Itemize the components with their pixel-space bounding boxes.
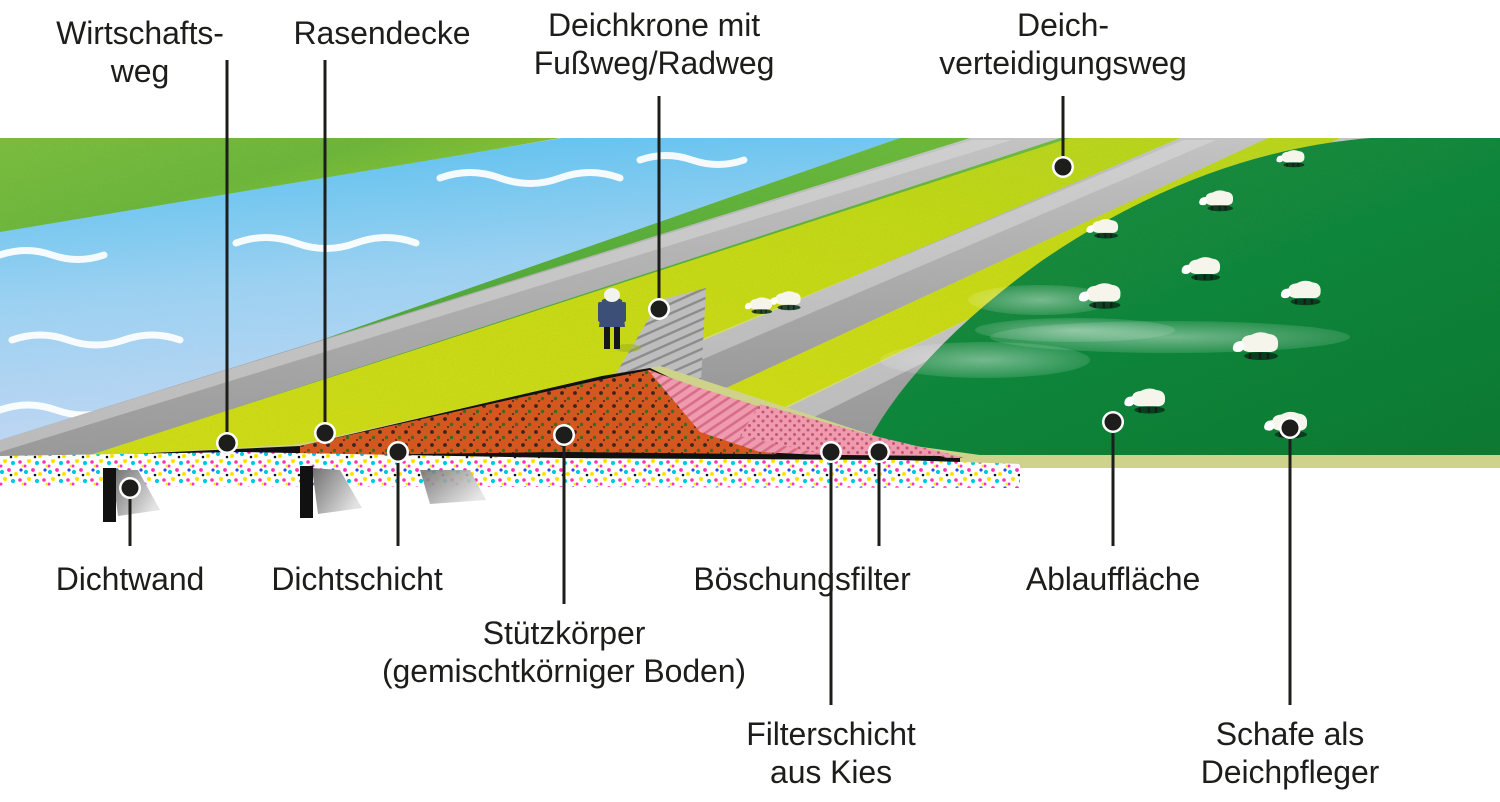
leader-ablauflaeche: [1102, 411, 1124, 546]
leader-wirtschaftsweg: [216, 60, 238, 454]
label-filterschicht-aus-kies: Filterschicht aus Kies: [746, 716, 916, 790]
leader-schafe: [1279, 417, 1301, 705]
leader-stuetzkoerper: [553, 424, 575, 604]
leader-rasendecke: [314, 60, 336, 444]
label-schafe-als-deichpfleger: Schafe als Deichpfleger: [1200, 716, 1380, 790]
person-on-stairs: [598, 288, 641, 352]
leader-deichkrone: [648, 96, 670, 320]
sheep: [1199, 190, 1234, 212]
subsoil-wedge-center: [420, 470, 486, 504]
sheep: [1232, 332, 1279, 360]
leader-boeschungsfilter: [868, 441, 890, 546]
deichkrone-fussweg-radweg: [610, 138, 1268, 400]
leader-lines: [119, 60, 1301, 705]
sheep: [1181, 257, 1221, 281]
label-dichtschicht: Dichtschicht: [271, 561, 443, 597]
label-dichtwand: Dichtwand: [55, 561, 205, 597]
label-wirtschaftsweg: Wirtschafts- weg: [56, 15, 224, 89]
sheep: [1280, 280, 1321, 306]
leader-filterschicht: [820, 441, 842, 705]
sheep: [1276, 150, 1305, 168]
wirtschaftsweg-path: [0, 138, 1060, 468]
label-rasendecke: Rasendecke: [293, 15, 471, 51]
sheep: [769, 291, 801, 311]
subsoil-speckle-band: [0, 452, 1020, 494]
leader-deichverteidigungsweg: [1052, 96, 1074, 178]
label-deichverteidigungsweg: Deich- verteidigungsweg: [939, 7, 1187, 81]
leader-dichtwand: [119, 477, 141, 546]
label-deichkrone-mit-fussweg-radweg: Deichkrone mit Fußweg/Radweg: [533, 7, 775, 81]
sheep: [1124, 388, 1166, 414]
label-ablauflaeche: Ablauffläche: [1025, 561, 1201, 597]
sheep: [744, 297, 773, 314]
sheep: [1078, 283, 1121, 309]
leader-dichtschicht: [387, 441, 409, 546]
dichtwand-right: [300, 466, 362, 518]
sheep: [1086, 219, 1119, 239]
label-boeschungsfilter: Böschungsfilter: [693, 561, 911, 597]
label-stuetzkoerper: Stützkörper (gemischtkörniger Boden): [382, 615, 746, 689]
